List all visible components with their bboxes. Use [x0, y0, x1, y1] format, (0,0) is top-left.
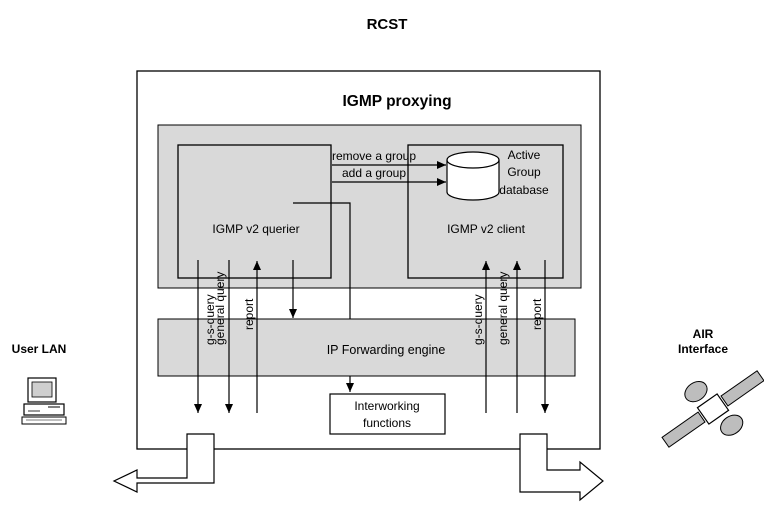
remove-group-label: remove a group	[332, 149, 416, 163]
database-icon	[446, 151, 500, 201]
left-general-query-label: general query	[213, 272, 227, 345]
right-report-label: report	[530, 298, 544, 330]
ip-forwarding-box	[157, 318, 576, 377]
right-interface-arrow	[519, 433, 604, 502]
ip-forwarding-label: IP Forwarding engine	[327, 343, 446, 357]
right-gsquery-label: g-s-query	[471, 294, 485, 345]
user-lan-label: User LAN	[12, 342, 67, 356]
left-gsquery-label: g-s-query	[203, 294, 217, 345]
igmp-proxying-title: IGMP proxying	[342, 93, 451, 110]
left-interface-arrow	[112, 433, 215, 493]
air-interface-label-line1: AIR	[693, 327, 714, 341]
right-general-query-label: general query	[496, 272, 510, 345]
igmp-querier-box	[177, 144, 332, 279]
satellite-icon	[661, 370, 764, 448]
interworking-box	[329, 393, 446, 435]
add-group-label: add a group	[342, 166, 406, 180]
igmp-querier-label: IGMP v2 querier	[212, 222, 299, 236]
igmp-client-label: IGMP v2 client	[447, 222, 525, 236]
left-general-label: general query	[213, 272, 227, 345]
database-label-line3: database	[499, 183, 549, 197]
air-interface-label-line2: Interface	[678, 342, 728, 356]
database-label-line1: Active	[508, 148, 541, 162]
left-report-label: report	[242, 298, 256, 330]
interworking-label-line1: Interworking	[354, 399, 419, 413]
computer-icon	[21, 377, 67, 425]
diagram-title: RCST	[367, 16, 408, 33]
interworking-label-line2: functions	[363, 416, 411, 430]
right-general-label: general query	[496, 272, 510, 345]
database-label-line2: Group	[507, 165, 541, 179]
